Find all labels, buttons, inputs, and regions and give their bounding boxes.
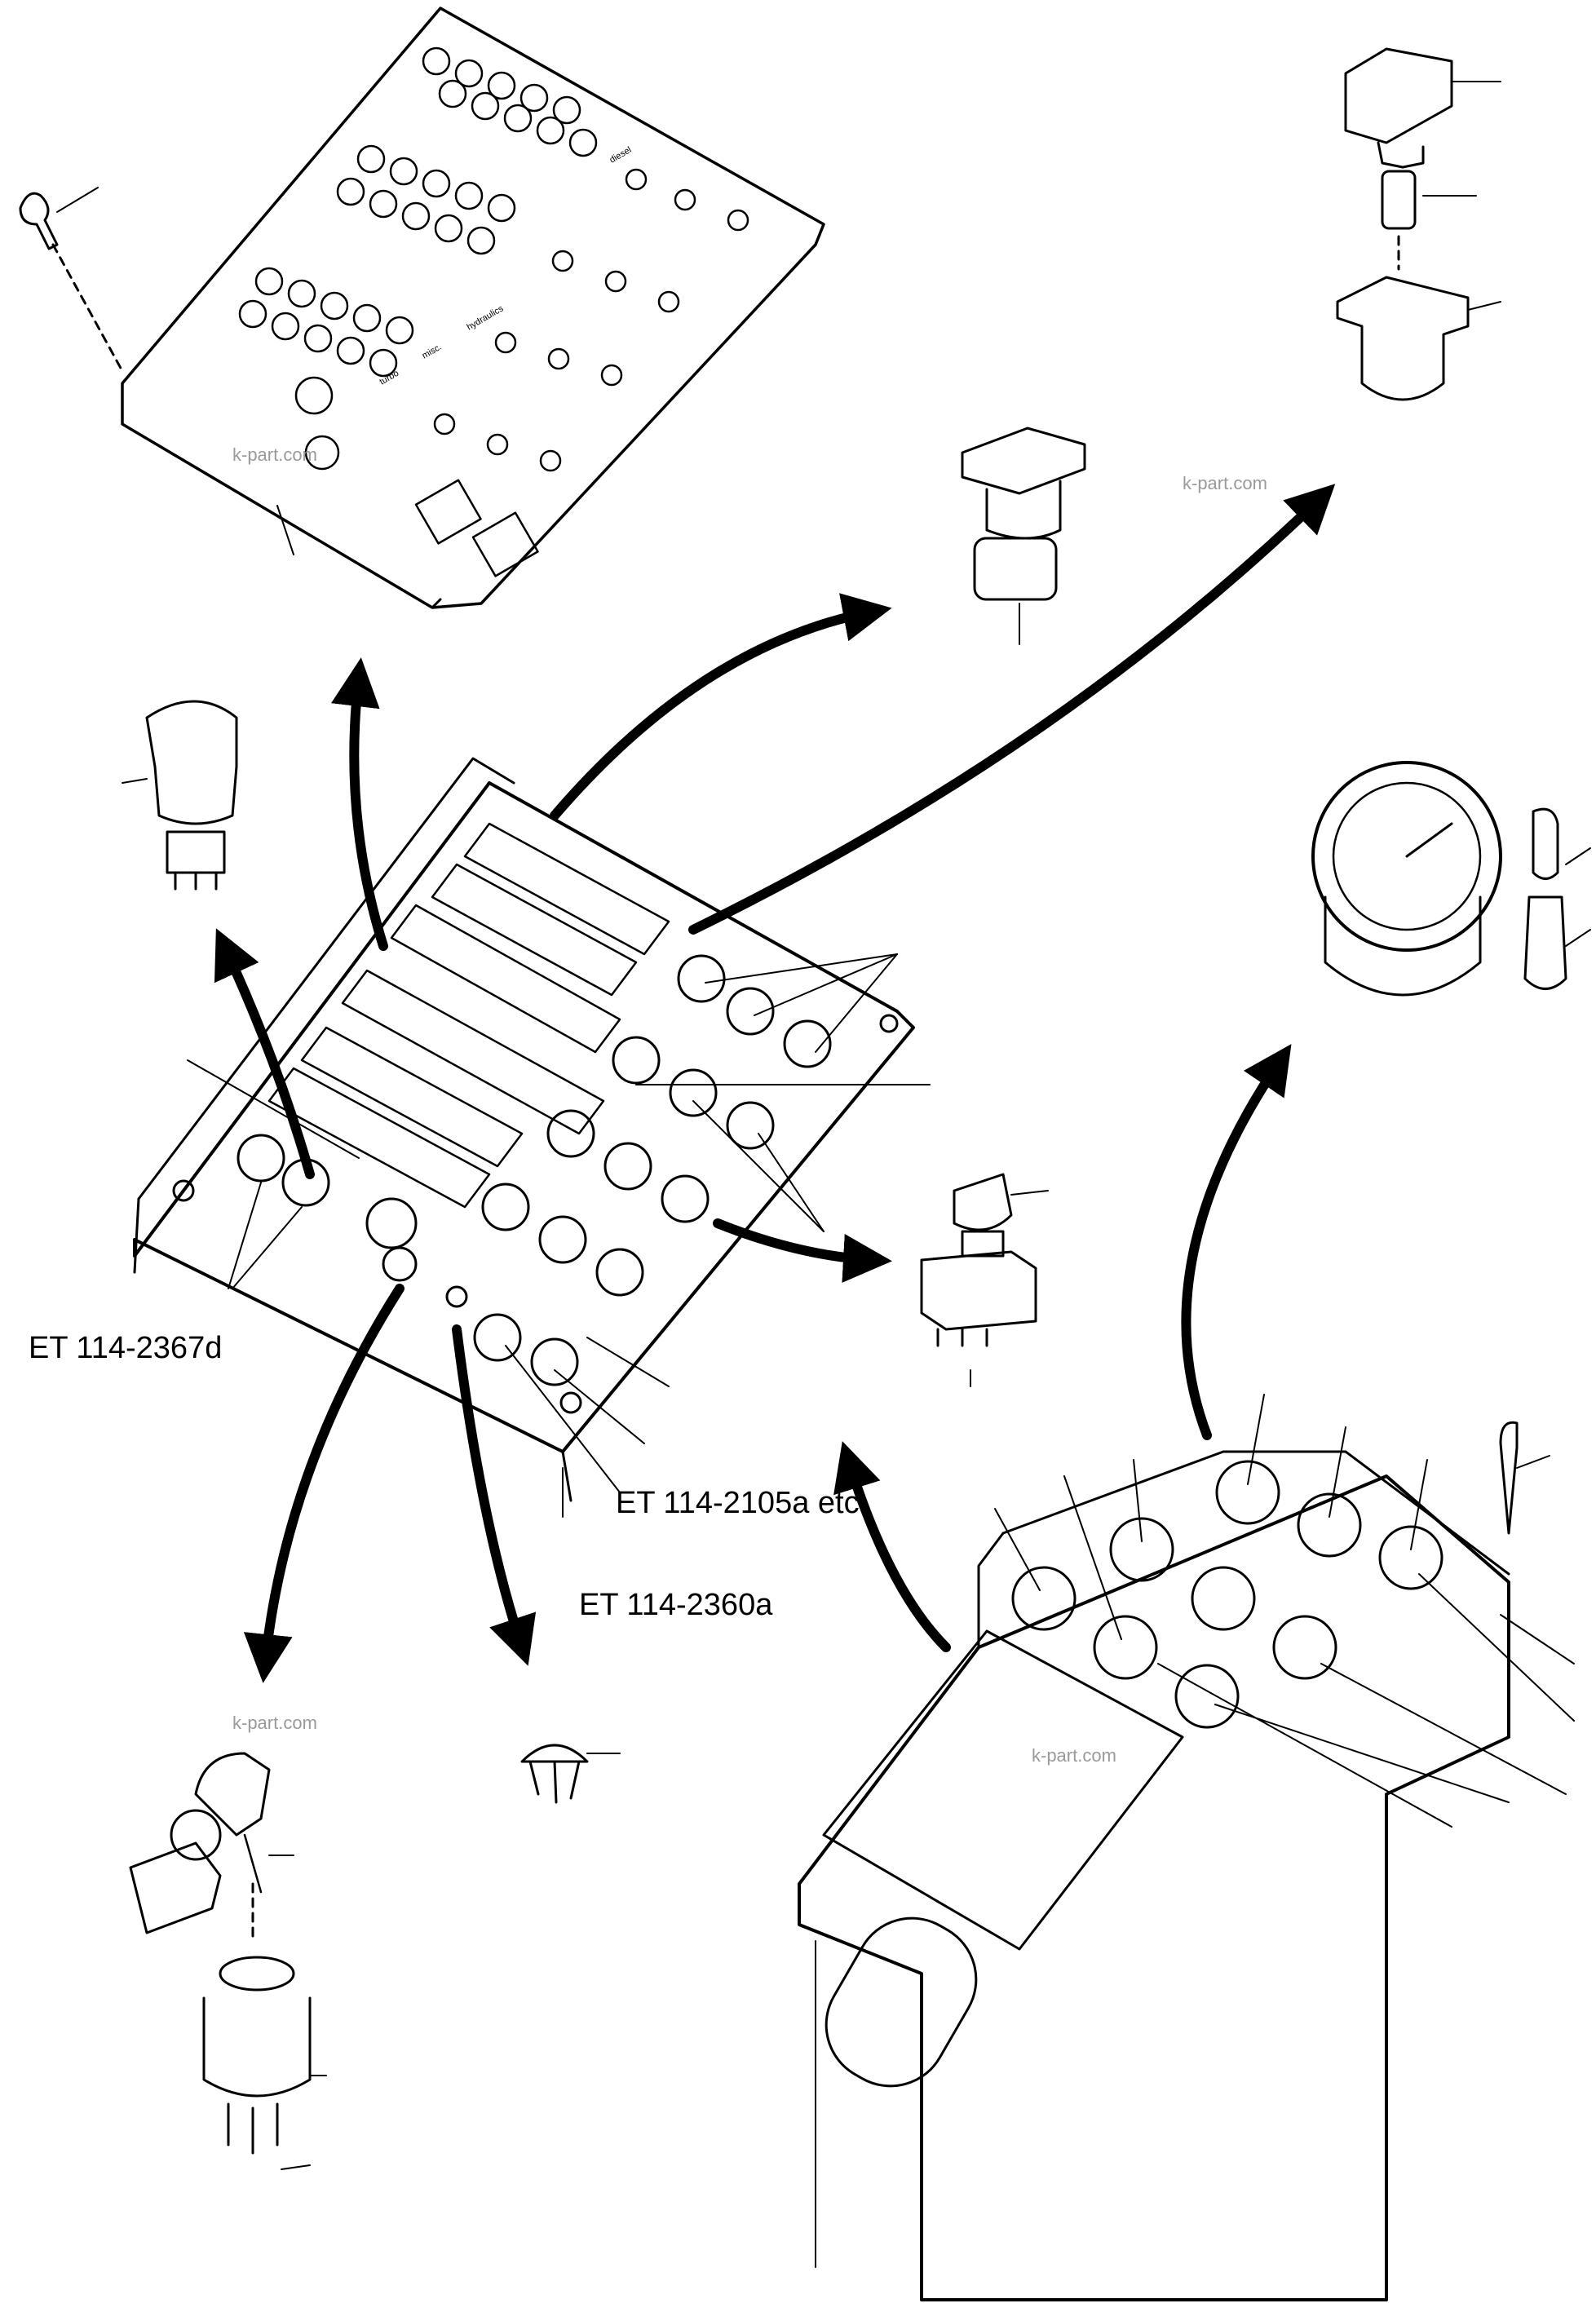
main-instrument-panel xyxy=(133,757,931,1518)
screw-part xyxy=(19,187,124,373)
watermark: k-part.com xyxy=(1183,473,1267,493)
instrument-console xyxy=(798,1394,1575,2301)
key-switch-part xyxy=(129,1752,327,2170)
explosion-arrows xyxy=(214,484,1336,1683)
watermark: k-part.com xyxy=(1032,1745,1116,1766)
indicator-lamp-assembly xyxy=(1336,47,1501,401)
gauge-part xyxy=(1311,761,1591,997)
rotary-switch-part xyxy=(920,1173,1049,1387)
panel-legend-3: diesel xyxy=(608,145,634,166)
clip-part xyxy=(520,1744,621,1804)
panel-legend-0: turbo xyxy=(378,369,401,387)
warning-lamp-part xyxy=(122,700,238,891)
reference-switch-group-etc: ET 114-2105a etc. xyxy=(616,1486,869,1520)
square-knob-part xyxy=(961,427,1086,645)
reference-left-switch-group: ET 114-2367d xyxy=(29,1331,223,1365)
watermark: k-part.com xyxy=(232,444,317,465)
panel-legend-1: misc. xyxy=(421,342,444,360)
switch-panel-plate: turbo misc. hydraulics diesel xyxy=(121,7,825,609)
reference-switch-group-b: ET 114-2360a xyxy=(579,1588,773,1622)
panel-legend-2: hydraulics xyxy=(466,303,506,332)
watermark: k-part.com xyxy=(232,1713,317,1733)
